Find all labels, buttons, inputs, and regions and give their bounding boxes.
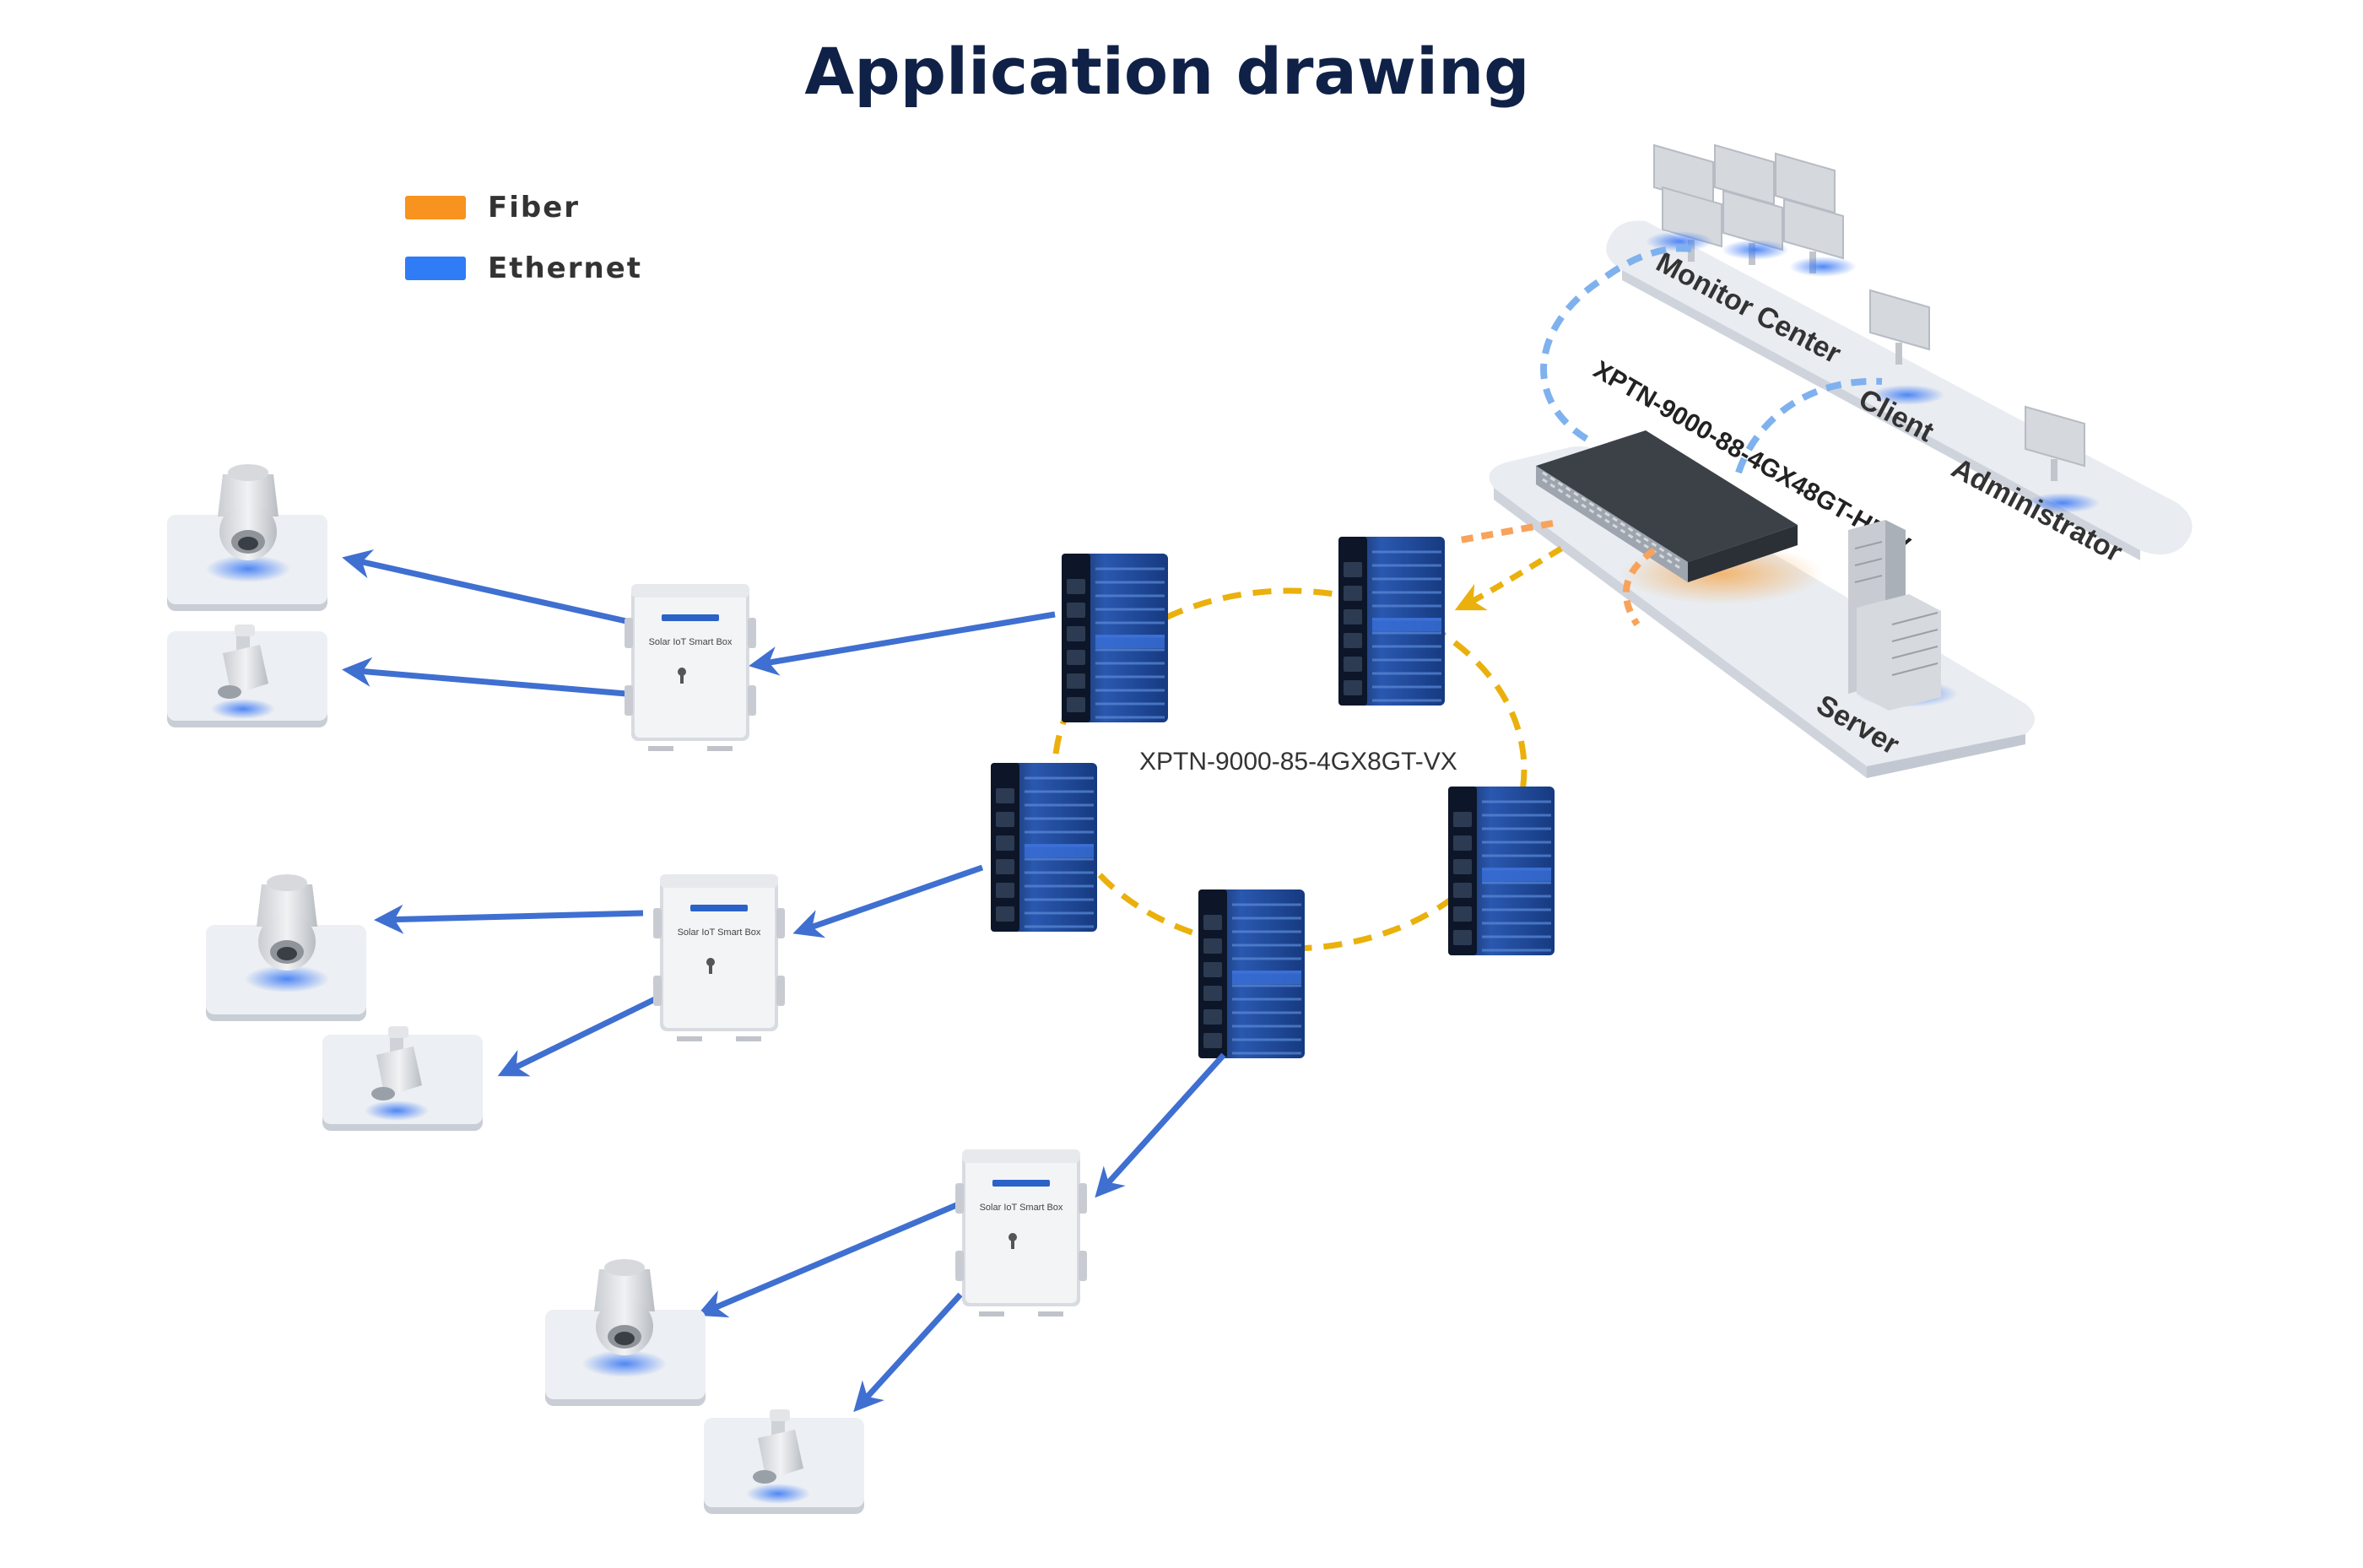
eth-ring1-to-box1 bbox=[749, 611, 1056, 676]
ethernet-swatch bbox=[405, 257, 466, 280]
ring-switch-3 bbox=[989, 761, 1099, 933]
ring-switch-2 bbox=[1337, 535, 1446, 707]
smart-box-1-label: Solar IoT Smart Box bbox=[649, 637, 733, 647]
ring-switch-4 bbox=[1446, 785, 1556, 957]
legend-label-fiber: Fiber bbox=[488, 191, 581, 224]
eth-box1-to-bullet1 bbox=[342, 657, 627, 697]
core-switch-icon bbox=[1536, 430, 1823, 604]
camera-station-2 bbox=[167, 624, 327, 727]
eth-box1-to-dome1 bbox=[342, 549, 627, 624]
eth-ring3-to-box2 bbox=[792, 864, 984, 938]
camera-station-6 bbox=[704, 1409, 864, 1514]
legend-label-ethernet: Ethernet bbox=[488, 251, 643, 285]
link-core-to-client bbox=[1735, 377, 1883, 474]
smart-box-3-label: Solar IoT Smart Box bbox=[980, 1203, 1063, 1213]
eth-box3-to-dome3 bbox=[696, 1200, 962, 1318]
camera-station-3 bbox=[206, 874, 366, 1021]
administrator-monitor-icon bbox=[2025, 406, 2100, 513]
label-ring-switch: XPTN-9000-85-4GX8GT-VX bbox=[1139, 748, 1457, 776]
camera-station-4 bbox=[322, 1026, 483, 1131]
smart-box-1: Solar IoT Smart Box bbox=[625, 584, 756, 751]
legend-item-fiber: Fiber bbox=[405, 177, 642, 238]
ring-switch-5 bbox=[1197, 888, 1306, 1060]
legend-item-ethernet: Ethernet bbox=[405, 238, 642, 299]
fiber-link-core-down bbox=[1623, 547, 1657, 627]
camera-station-1 bbox=[167, 464, 327, 611]
link-core-to-videowall bbox=[1540, 245, 1697, 442]
page-title: Application drawing bbox=[804, 34, 1530, 109]
eth-ring5-to-box3 bbox=[1095, 1052, 1226, 1198]
camera-station-5 bbox=[545, 1259, 706, 1406]
smart-box-3: Solar IoT Smart Box bbox=[955, 1149, 1087, 1317]
eth-box3-to-bullet3 bbox=[853, 1292, 963, 1413]
legend: Fiber Ethernet bbox=[405, 177, 642, 299]
smart-box-2-label: Solar IoT Smart Box bbox=[678, 927, 761, 938]
eth-box2-to-bullet2 bbox=[497, 996, 657, 1077]
ring-switch-1 bbox=[1060, 552, 1170, 724]
client-monitor-icon bbox=[1869, 289, 1944, 405]
video-wall-icon bbox=[1646, 144, 1857, 277]
fiber-link-core-to-ring bbox=[1454, 545, 1563, 611]
eth-box2-to-dome2 bbox=[374, 904, 644, 934]
smart-box-2: Solar IoT Smart Box bbox=[653, 874, 785, 1041]
fiber-link-core-left bbox=[1459, 520, 1554, 543]
server-icon bbox=[1848, 520, 1958, 711]
fiber-swatch bbox=[405, 196, 466, 219]
